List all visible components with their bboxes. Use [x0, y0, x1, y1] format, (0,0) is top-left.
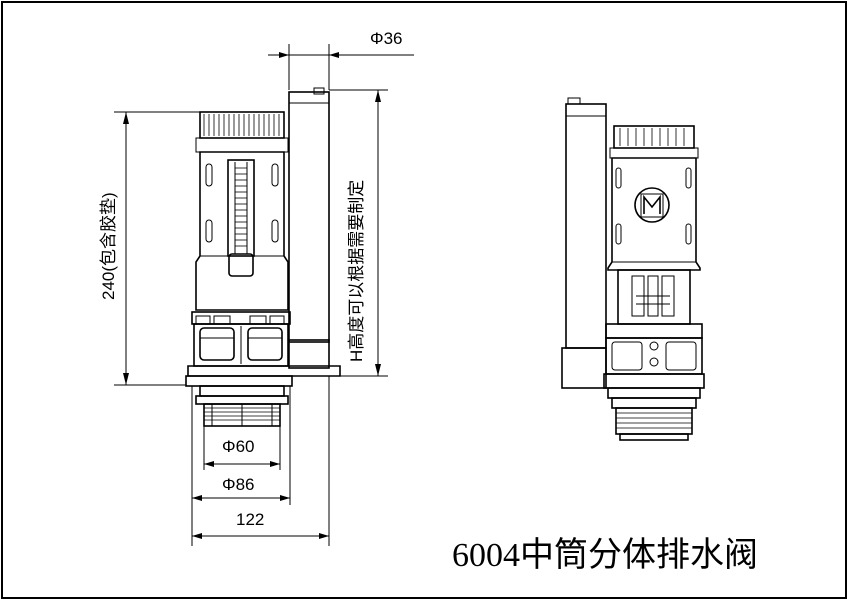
left-view: Φ36 240(包含胶垫) H高度可以根据需要制定 Φ60	[99, 29, 414, 546]
dim-phi-36: Φ36	[370, 29, 403, 48]
dim-phi-86: Φ86	[222, 475, 255, 494]
dimension-height-adjustable: H高度可以根据需要制定	[329, 89, 388, 377]
right-valve-mechanism	[603, 269, 705, 399]
valve-housing	[185, 311, 341, 387]
drawing-caption: 6004中筒分体排水阀	[452, 536, 758, 574]
overflow-tube	[288, 87, 330, 369]
cylinder-body	[195, 151, 289, 311]
float-cap	[195, 111, 289, 153]
dim-phi-60: Φ60	[222, 437, 255, 456]
right-cylinder-body	[607, 157, 701, 271]
dim-122-label: 122	[236, 510, 264, 529]
right-float-cap	[609, 125, 699, 159]
brand-logo-circle	[634, 187, 670, 223]
dimension-base-diameter: Φ86	[191, 386, 291, 546]
right-overflow-tube	[561, 97, 607, 389]
right-view	[561, 97, 705, 441]
dim-240-label: 240(包含胶垫)	[99, 192, 118, 300]
dimension-top-diameter: Φ36	[268, 29, 414, 90]
brand-logo-m	[643, 194, 661, 214]
dim-h-label: H高度可以根据需要制定	[347, 180, 366, 362]
right-threaded-bottom	[611, 397, 697, 441]
dimension-height-total: 240(包含胶垫)	[99, 111, 200, 386]
dimension-overall-width: 122	[192, 376, 330, 546]
height-scale	[227, 159, 255, 277]
dimension-thread-diameter: Φ60	[203, 426, 281, 470]
threaded-bottom	[195, 385, 289, 427]
